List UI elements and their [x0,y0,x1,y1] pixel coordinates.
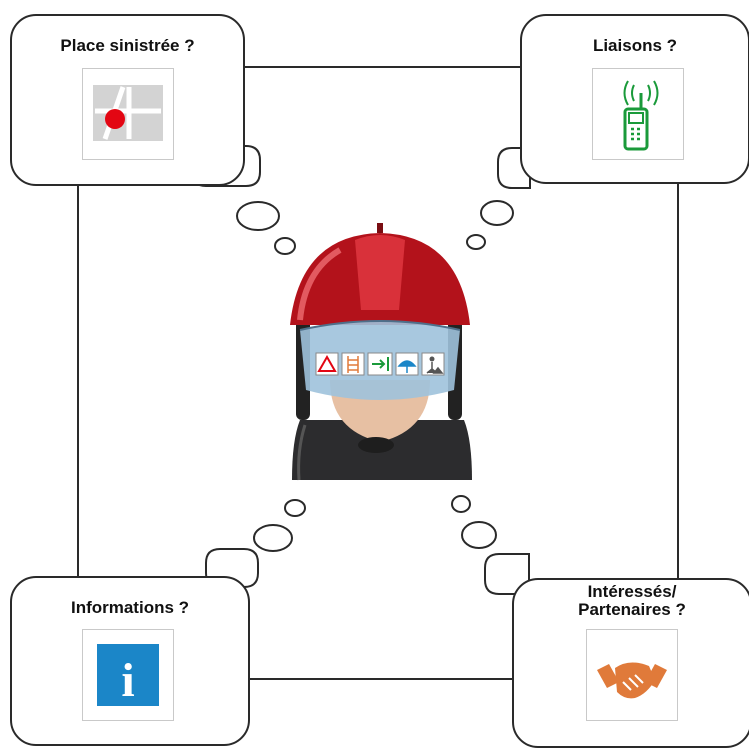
card-liaisons: Liaisons ? [520,14,749,184]
connector-frame [77,66,679,680]
card-partenaires: Intéressés/ Partenaires ? [512,578,749,748]
card-title: Liaisons ? [592,36,678,55]
firefighter-helmet-icon [290,223,472,481]
handshake-icon [586,629,678,721]
thought-bubbles-top-right [466,147,531,250]
visor-icons [315,352,445,376]
map-pin-icon [82,68,174,160]
info-icon: i [82,629,174,721]
card-place-sinistree: Place sinistrée ? [10,14,245,186]
mobile-radio-icon [592,68,684,160]
card-title: Place sinistrée ? [60,36,195,55]
thought-bubbles-bottom-right [451,495,530,595]
card-title: Informations ? [70,598,190,617]
svg-text:i: i [121,654,134,707]
card-title-line1: Intéressés/ [587,582,677,601]
card-informations: Informations ? i [10,576,250,746]
card-title-line2: Partenaires ? [578,600,686,619]
thought-bubbles-bottom-left [205,499,306,588]
